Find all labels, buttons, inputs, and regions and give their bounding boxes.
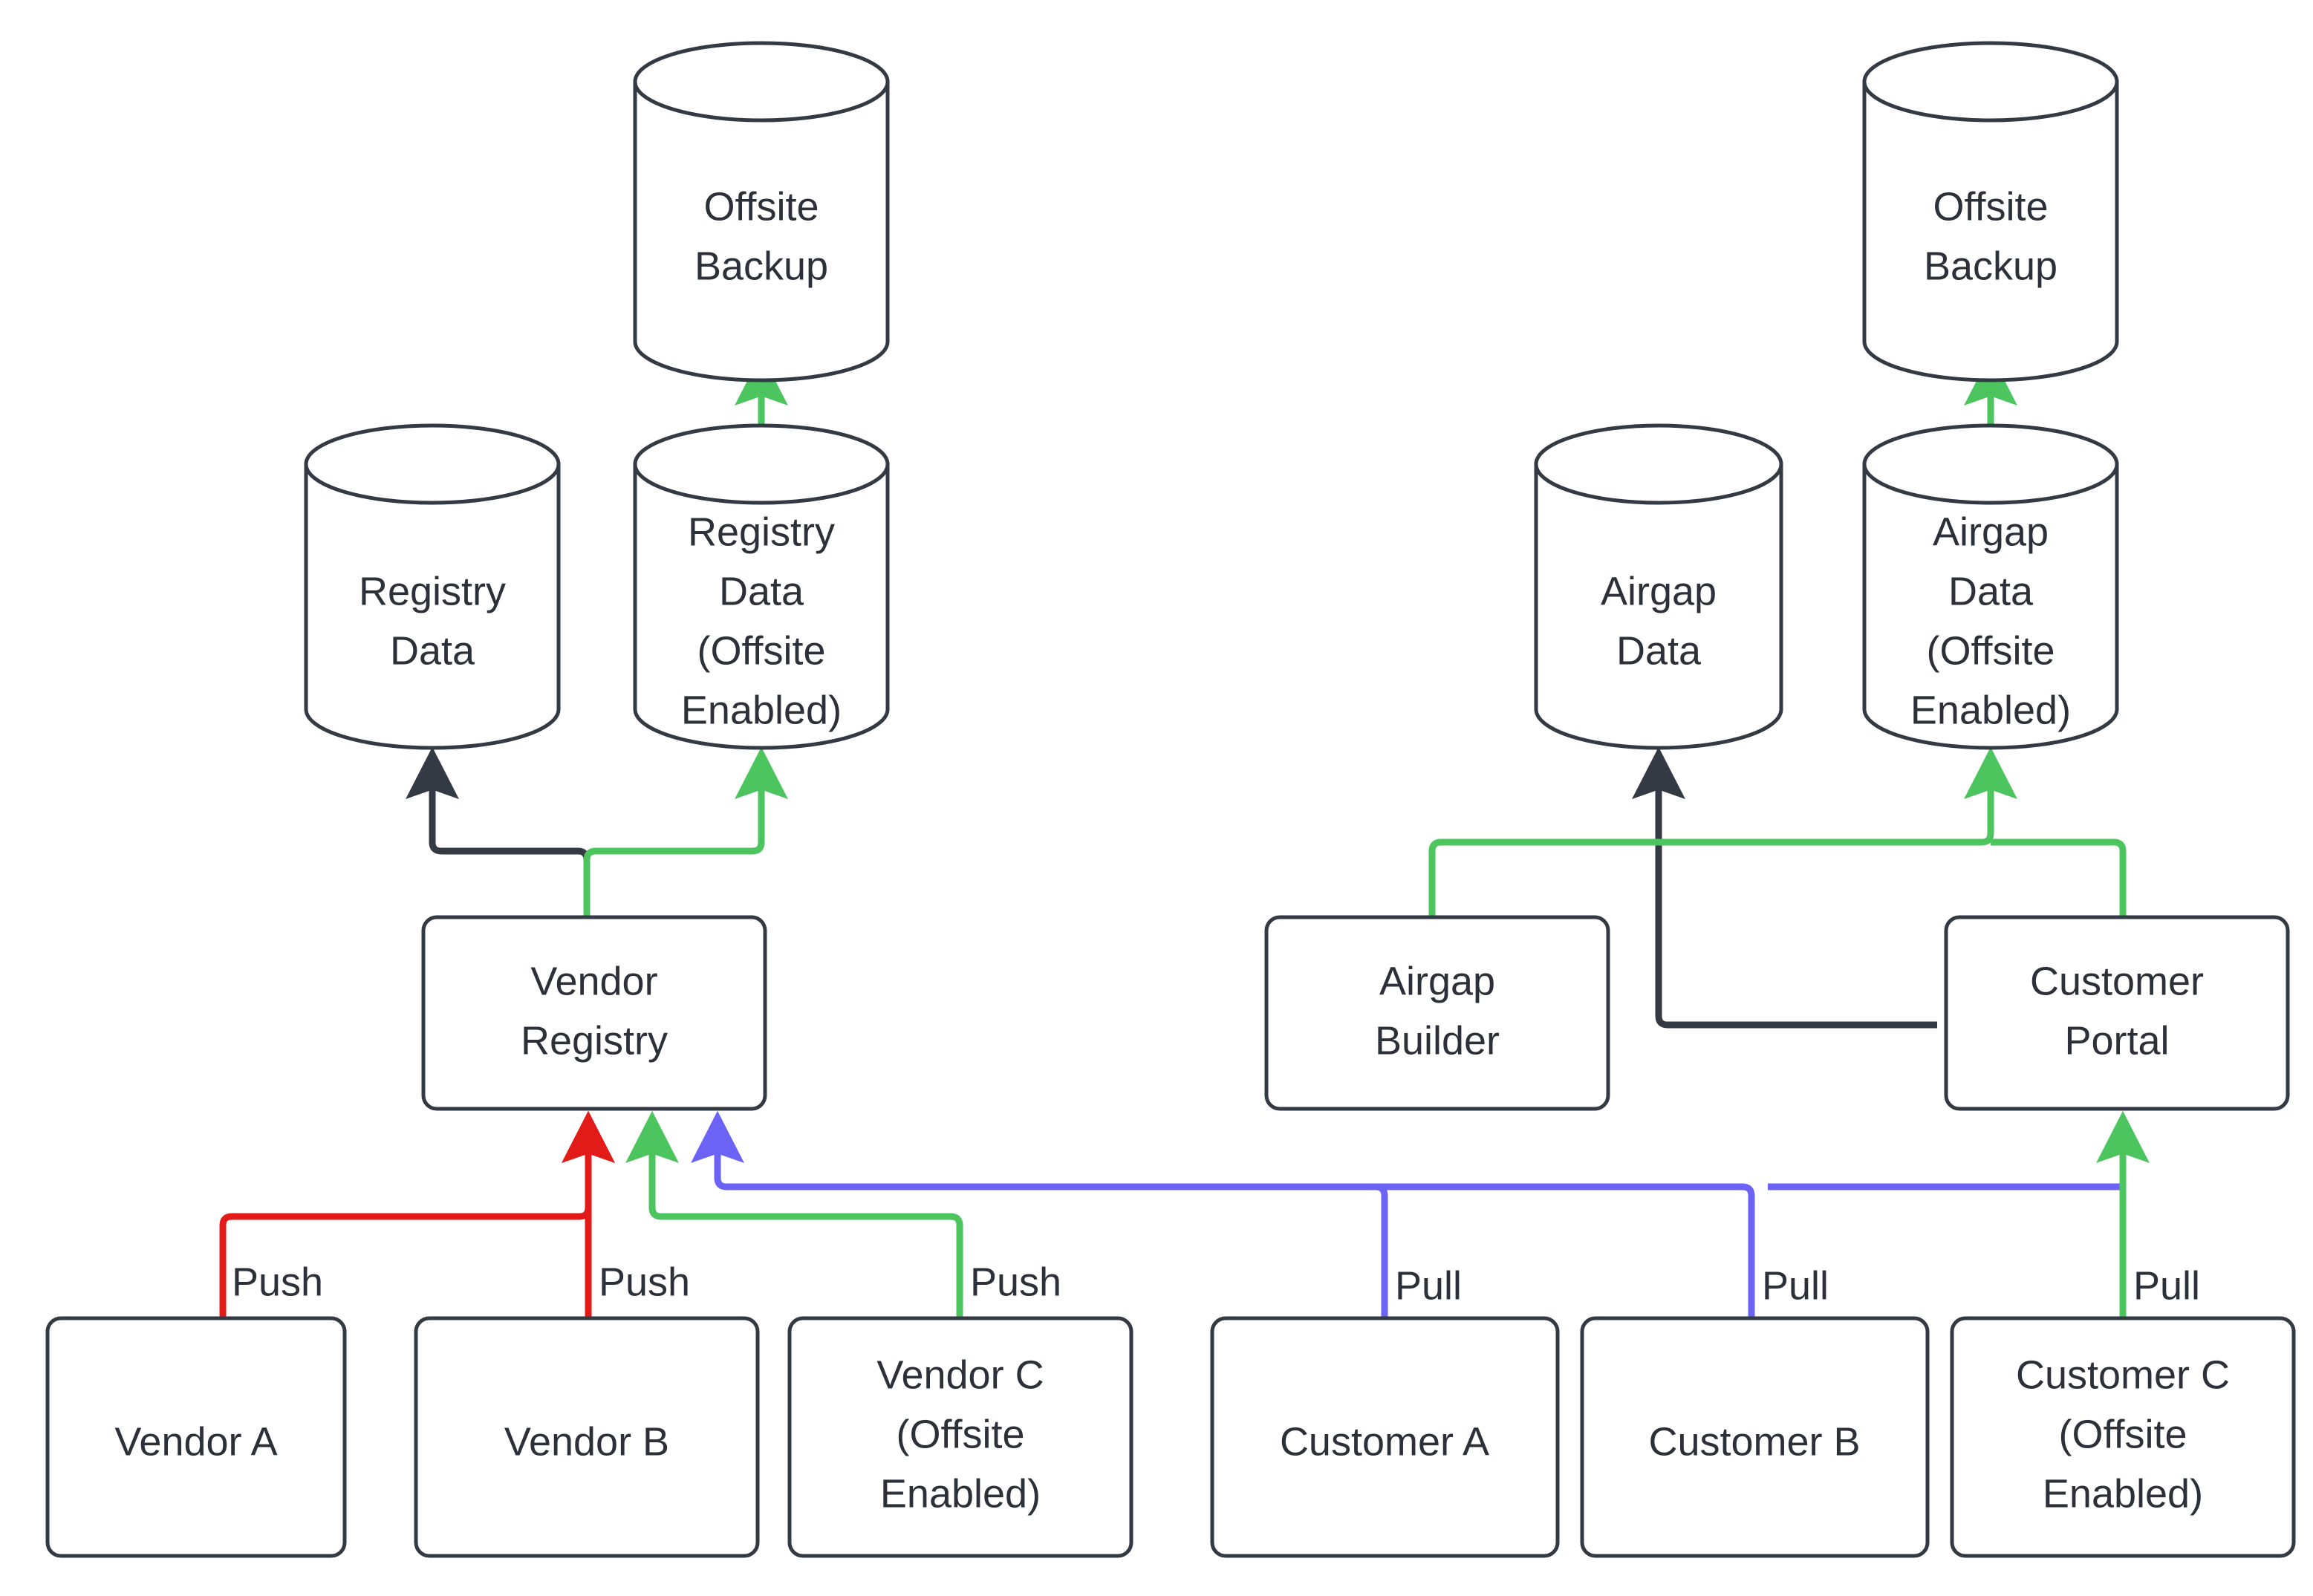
node-label: Offsite — [703, 184, 819, 229]
node-label: Builder — [1375, 1018, 1500, 1063]
edge-registry-to-registry-data — [406, 746, 591, 917]
edge-airgap-offsite-riser — [1441, 746, 2017, 846]
edge-vendor-c-to-registry — [625, 1110, 963, 1318]
edge-label-text: Pull — [2133, 1263, 2200, 1308]
node-airgap-data-offsite[interactable]: Airgap Data (Offsite Enabled) — [1862, 423, 2119, 750]
edge-portal-to-airgap-data — [1632, 746, 1937, 1029]
node-registry-data-offsite[interactable]: Registry Data (Offsite Enabled) — [633, 423, 890, 750]
node-label: (Offsite — [896, 1412, 1024, 1456]
node-label: Registry — [359, 569, 506, 613]
node-label: Backup — [694, 244, 828, 288]
node-label: Enabled) — [1910, 688, 2071, 732]
node-label: Data — [719, 569, 804, 613]
edge-label-pull-a: Pull — [1395, 1263, 1462, 1308]
node-label: Airgap — [1379, 959, 1495, 1003]
edge-label-text: Push — [970, 1260, 1061, 1304]
node-offsite-backup-right[interactable]: Offsite Backup — [1862, 41, 2119, 382]
edge-label-push-b: Push — [599, 1260, 690, 1304]
edge-label-push-a: Push — [232, 1260, 323, 1304]
edge-label-pull-c: Pull — [2133, 1263, 2200, 1308]
edge-label-text: Pull — [1762, 1263, 1829, 1308]
node-label: Vendor C — [876, 1352, 1044, 1397]
node-label: Airgap — [1601, 569, 1717, 613]
node-label: Customer A — [1280, 1419, 1489, 1464]
edge-builder-to-airgap-offsite — [1428, 838, 1976, 917]
edge-label-push-c: Push — [970, 1260, 1061, 1304]
node-label: Registry — [521, 1018, 668, 1063]
node-label: Vendor — [530, 959, 657, 1003]
node-label: Registry — [688, 509, 835, 554]
node-label: Data — [1616, 628, 1702, 673]
node-customer-a[interactable]: Customer A — [1210, 1316, 1560, 1558]
node-label: (Offsite — [1926, 628, 2055, 673]
node-airgap-builder[interactable]: Airgap Builder — [1264, 915, 1610, 1111]
node-label: (Offsite — [697, 628, 825, 673]
node-vendor-registry[interactable]: Vendor Registry — [421, 915, 767, 1111]
node-offsite-backup-left[interactable]: Offsite Backup — [633, 41, 890, 382]
node-customer-portal[interactable]: Customer Portal — [1944, 915, 2290, 1111]
node-label: (Offsite — [2058, 1412, 2187, 1456]
node-label: Customer B — [1648, 1419, 1860, 1464]
edge-label-text: Pull — [1395, 1263, 1462, 1308]
node-label: Customer C — [2016, 1352, 2230, 1397]
node-customer-c[interactable]: Customer C (Offsite Enabled) — [1950, 1316, 2296, 1558]
node-label: Backup — [1924, 244, 2057, 288]
node-label: Airgap — [1933, 509, 2049, 554]
node-label: Customer — [2030, 959, 2204, 1003]
node-vendor-b[interactable]: Vendor B — [414, 1316, 760, 1558]
node-vendor-c[interactable]: Vendor C (Offsite Enabled) — [787, 1316, 1133, 1558]
node-label: Enabled) — [2043, 1471, 2203, 1516]
node-airgap-data[interactable]: Airgap Data — [1534, 423, 1783, 750]
node-label: Offsite — [1933, 184, 2048, 229]
edge-registry-to-registry-data-offsite — [583, 746, 788, 917]
node-label: Enabled) — [681, 688, 842, 732]
edge-portal-to-airgap-offsite — [1991, 838, 2127, 917]
node-customer-b[interactable]: Customer B — [1580, 1316, 1930, 1558]
edge-label-text: Push — [599, 1260, 690, 1304]
node-registry-data[interactable]: Registry Data — [304, 423, 561, 750]
node-label: Data — [390, 628, 475, 673]
edge-label-pull-b: Pull — [1762, 1263, 1829, 1308]
node-label: Data — [1948, 569, 2034, 613]
node-label: Enabled) — [880, 1471, 1041, 1516]
edge-customer-b-to-registry — [743, 1183, 1755, 1318]
edge-label-text: Push — [232, 1260, 323, 1304]
node-label: Portal — [2064, 1018, 2169, 1063]
node-label: Vendor B — [504, 1419, 669, 1464]
node-vendor-a[interactable]: Vendor A — [45, 1316, 347, 1558]
node-label: Vendor A — [114, 1419, 277, 1464]
